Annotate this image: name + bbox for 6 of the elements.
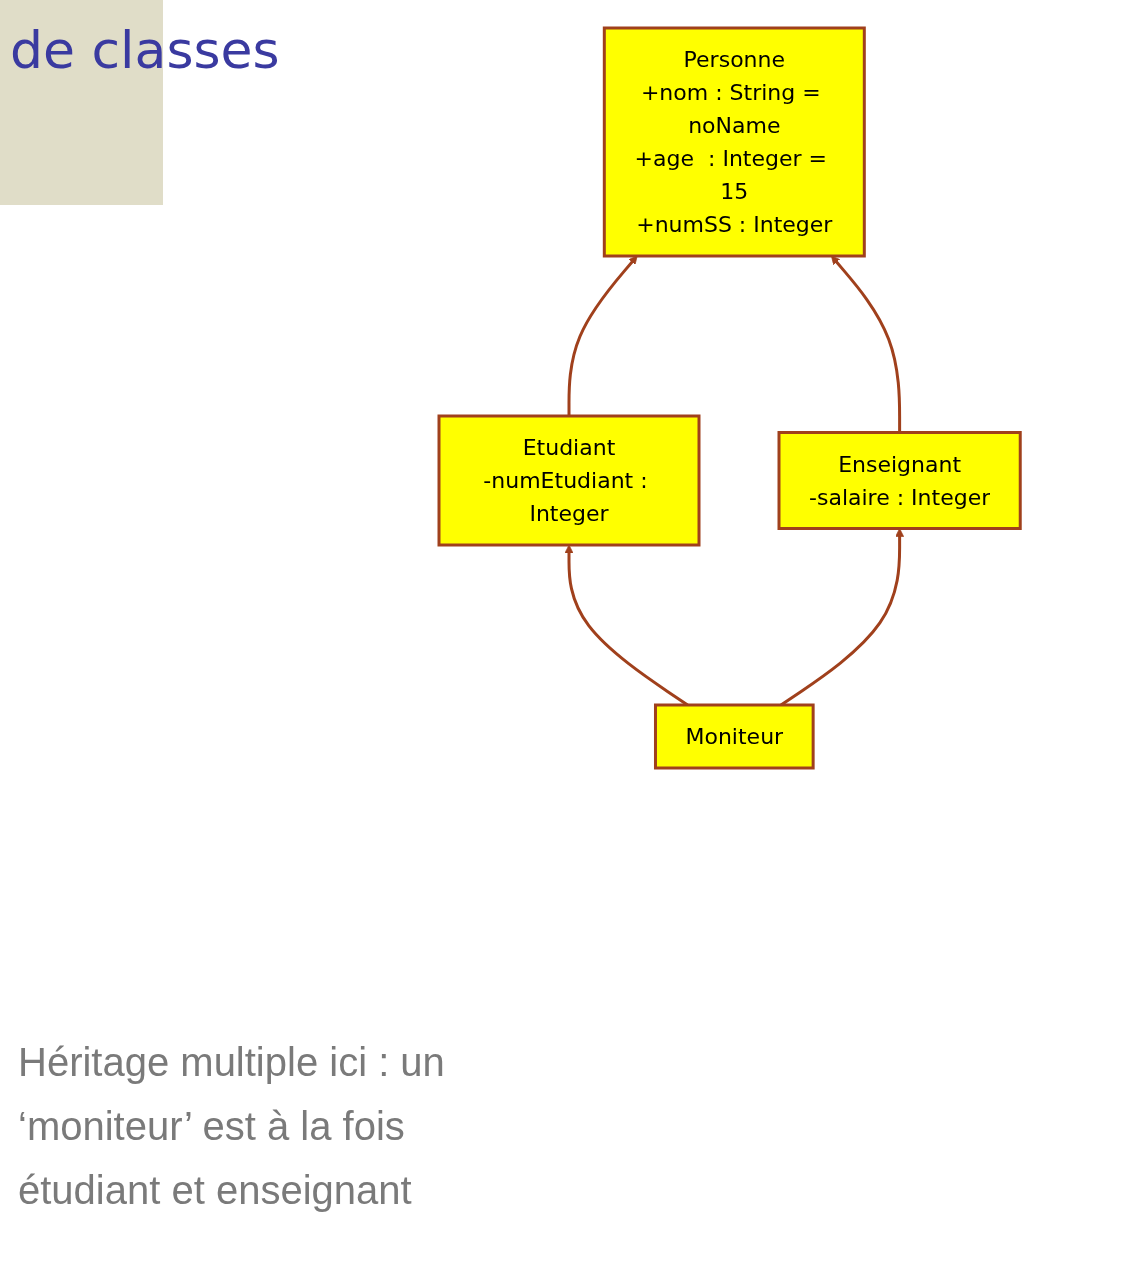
node-box: Personne +nom : String = noName +age : Integer = 15 +numSS : Integer [603,26,867,258]
note-text: Héritage multiple ici : un ‘moniteur’ est à la fois étudiant et enseignant [18,1039,446,1214]
node-box: Enseignant -salaire : Integer [777,431,1023,530]
node-box: Moniteur [654,703,815,770]
title: de classes [10,20,280,80]
node-box: Etudiant -numEtudiant : Integer [437,414,701,547]
